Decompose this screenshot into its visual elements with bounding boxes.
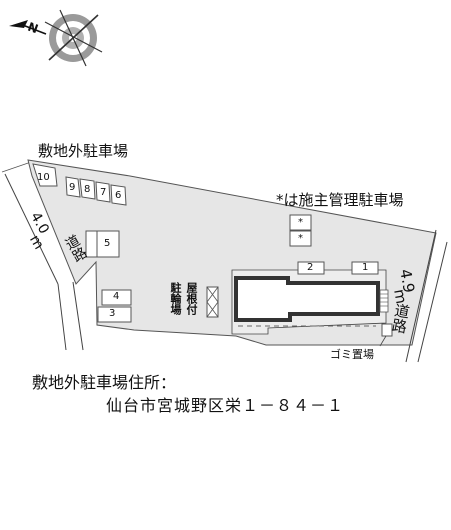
garbage-area-box	[381, 323, 393, 337]
owner-parking-spaces	[289, 214, 312, 247]
bike-parking-label: 駐輪場	[169, 282, 182, 315]
road-right-name: 道路	[388, 301, 412, 335]
parking-space-5	[85, 230, 120, 258]
owner-mark-a: *	[298, 217, 303, 228]
parking-row-6-9	[65, 176, 127, 206]
compass-rose	[44, 9, 103, 67]
space-number-10: 10	[37, 172, 50, 183]
bike-parking-shelter	[206, 286, 219, 318]
garbage-leader-line	[379, 335, 387, 347]
space-number-2: 2	[307, 262, 314, 273]
space-number-1: 1	[362, 262, 369, 273]
space-number-3: 3	[109, 308, 116, 319]
building-outline	[234, 276, 380, 322]
garbage-area-label: ゴミ置場	[330, 348, 374, 361]
road-left	[2, 161, 98, 350]
space-number-7: 7	[100, 187, 107, 198]
offsite-parking-title: 敷地外駐車場	[38, 142, 129, 160]
parking-space-2	[297, 261, 325, 275]
address-label: 敷地外駐車場住所：	[32, 373, 177, 392]
parking-space-3	[97, 306, 132, 323]
roofed-label: 屋根付	[185, 282, 198, 315]
parking-space-10	[32, 163, 58, 187]
space-number-9: 9	[69, 182, 76, 193]
space-number-4: 4	[113, 291, 120, 302]
space-number-5: 5	[104, 238, 111, 249]
owner-mark-b: *	[298, 233, 303, 244]
parking-space-1	[351, 261, 379, 275]
parking-space-4	[101, 289, 132, 306]
space-number-8: 8	[84, 184, 91, 195]
space-number-6: 6	[115, 190, 122, 201]
stairs	[379, 289, 389, 313]
address-value: 仙台市宮城野区栄１－８４－１	[106, 396, 345, 415]
owner-parking-label: *は施主管理駐車場	[276, 191, 404, 209]
